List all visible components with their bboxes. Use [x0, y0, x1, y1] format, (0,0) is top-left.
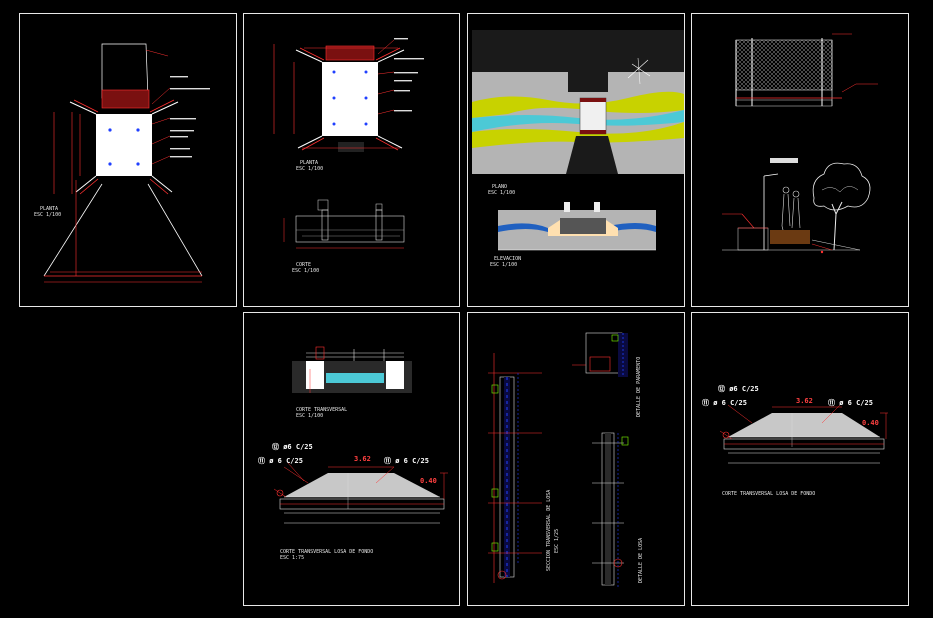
sheet-slab-bottom-section: ⑫ ø6 C/25 ⑪ ø 6 C/25 ⑪ ø 6 C/25 3.62 0.4…	[691, 312, 909, 606]
detail-bottom-caption: DETALLE DE LOSA	[638, 538, 644, 583]
sheet-plan-section: PLANTA ESC 1/100 CORTE ESC 1/100	[243, 13, 460, 307]
plan-caption: PLANTA	[40, 206, 58, 212]
slab-scale: ESC 1:75	[280, 555, 304, 561]
plan2-caption: PLANTA	[300, 160, 318, 166]
sheet-plan-wingwalls: PLANTA ESC 1/100	[19, 13, 237, 307]
section-scale: ESC 1/100	[292, 268, 319, 274]
cross-section-caption: CORTE TRANSVERSAL	[296, 407, 347, 413]
sheet-slab-section-details: SECCION TRANSVERSAL DE LOSA ESC 1/25 DET…	[467, 312, 685, 606]
plan-drawing	[43, 43, 210, 283]
plan2-scale: ESC 1/100	[296, 166, 323, 172]
slab-bar-label-left: ⑪ ø 6 C/25	[258, 456, 303, 465]
cross-section-scale: ESC 1/100	[296, 413, 323, 419]
cross-section-drawing	[273, 346, 448, 524]
slab-caption: CORTE TRANSVERSAL LOSA DE FONDO	[280, 549, 373, 555]
site-plan-scale: ESC 1/100	[488, 190, 515, 196]
slab-side-dimension: 0.40	[420, 477, 437, 485]
slab-section-captions: SECCION TRANSVERSAL DE LOSA ESC 1/25 DET…	[546, 357, 644, 583]
slab-bar-label-right: ⑪ ø 6 C/25	[384, 456, 429, 465]
plan-section-captions: PLANTA ESC 1/100 CORTE ESC 1/100	[292, 160, 323, 274]
slab2-bar-label-left: ⑪ ø 6 C/25	[702, 398, 747, 407]
slab-section-scale: ESC 1/25	[554, 529, 560, 553]
slab2-caption: CORTE TRANSVERSAL LOSA DE FONDO	[722, 491, 815, 497]
sheet-cross-section-slab: CORTE TRANSVERSAL ESC 1/100 ⑫ ø6 C/25 ⑪ …	[243, 312, 460, 606]
section-caption: CORTE	[296, 262, 311, 268]
slab2-bar-label-right: ⑪ ø 6 C/25	[828, 398, 873, 407]
elevation-scale: ESC 1/100	[490, 262, 517, 268]
slab-bottom-captions: ⑫ ø6 C/25 ⑪ ø 6 C/25 ⑪ ø 6 C/25 3.62 0.4…	[702, 384, 879, 497]
slab-section-caption: SECCION TRANSVERSAL DE LOSA	[546, 490, 552, 571]
fence-tree-drawing	[722, 33, 878, 254]
plan-scale: ESC 1/100	[34, 212, 61, 218]
slab2-bar-label-left-top: ⑫ ø6 C/25	[718, 384, 759, 393]
slab-bottom-drawing	[719, 404, 888, 464]
sheet-site-plan-elevation: PLANO ESC 1/100 ELEVACION ESC 1/100	[467, 13, 685, 307]
slab2-side-dimension: 0.40	[862, 419, 879, 427]
slab2-width-dimension: 3.62	[796, 397, 813, 405]
cross-section-captions: CORTE TRANSVERSAL ESC 1/100 ⑫ ø6 C/25 ⑪ …	[258, 407, 437, 561]
slab-section-drawing	[488, 332, 629, 589]
site-plan-captions: PLANO ESC 1/100 ELEVACION ESC 1/100	[488, 184, 521, 268]
sheet-fence-tree-elevation	[691, 13, 909, 307]
plan-section-drawing	[273, 38, 424, 249]
site-plan-caption: PLANO	[492, 184, 507, 190]
slab-width-dimension: 3.62	[354, 455, 371, 463]
elevation-caption: ELEVACION	[494, 256, 521, 262]
plan-caption-layer: PLANTA ESC 1/100	[34, 206, 61, 218]
detail-top-caption: DETALLE DE PARAMENTO	[636, 357, 642, 417]
site-plan-drawing	[472, 30, 684, 251]
slab-bar-label-left-top: ⑫ ø6 C/25	[272, 442, 313, 451]
